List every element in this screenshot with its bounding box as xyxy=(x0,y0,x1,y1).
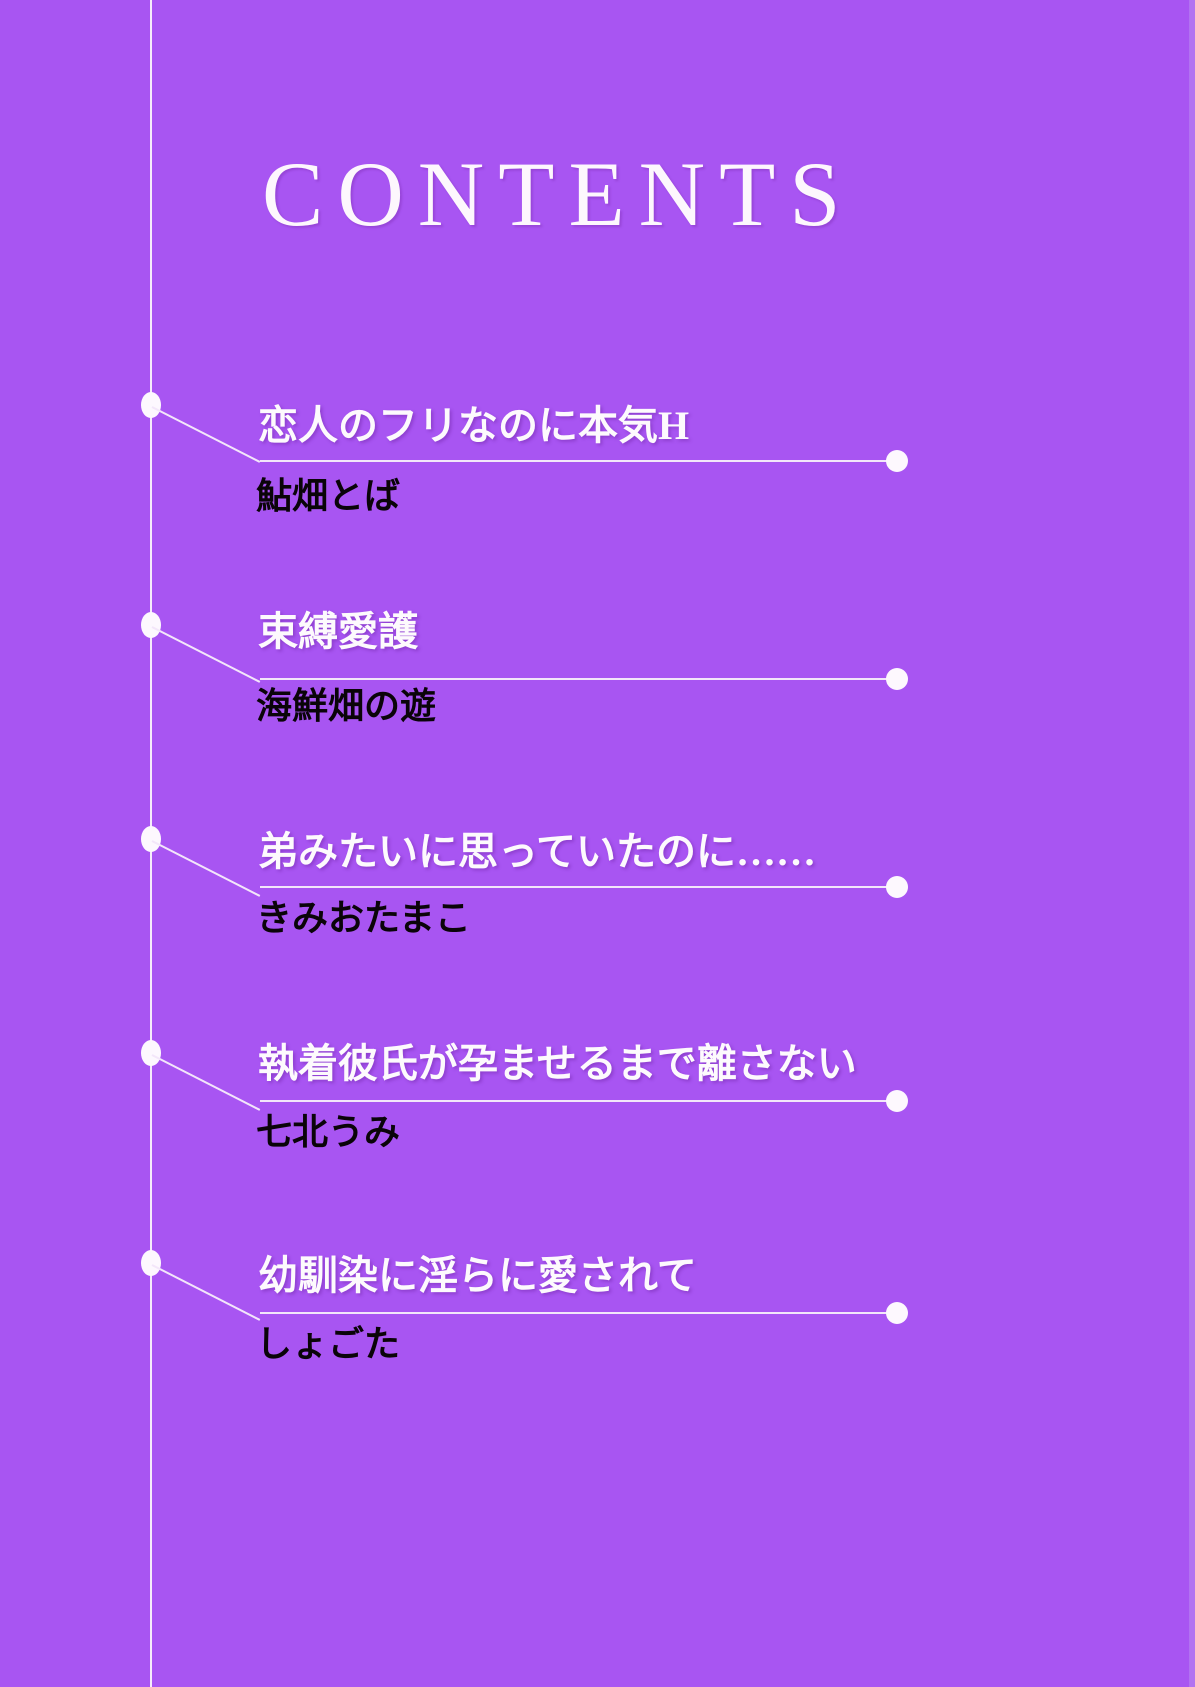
entry-title: 束縛愛護 xyxy=(258,609,418,654)
entry-node-dot xyxy=(141,1250,161,1276)
entry-horizontal-rule xyxy=(260,678,902,680)
entry-diagonal-line xyxy=(151,1264,261,1321)
entry-end-dot xyxy=(886,1302,908,1324)
entry-diagonal-line xyxy=(151,406,261,463)
entry-end-dot xyxy=(886,1090,908,1112)
entry-author: 海鮮畑の遊 xyxy=(256,686,437,726)
entry-author: 七北うみ xyxy=(256,1112,401,1152)
entry-diagonal-line xyxy=(151,626,261,683)
entry-end-dot xyxy=(886,450,908,472)
page-edge-strip xyxy=(1189,0,1195,1687)
entry-node-dot xyxy=(141,392,161,418)
entry-author: きみおたまこ xyxy=(256,898,471,938)
entry-title: 恋人のフリなのに本気H xyxy=(258,403,690,448)
entry-title: 弟みたいに思っていたのに…… xyxy=(258,829,816,874)
entry-diagonal-line xyxy=(151,1054,261,1111)
entry-node-dot xyxy=(141,612,161,638)
entry-horizontal-rule xyxy=(260,1100,902,1102)
entry-node-dot xyxy=(141,826,161,852)
page-title: CONTENTS xyxy=(262,143,855,245)
entry-end-dot xyxy=(886,668,908,690)
entry-horizontal-rule xyxy=(260,460,902,462)
entry-node-dot xyxy=(141,1040,161,1066)
entry-diagonal-line xyxy=(151,840,261,897)
entry-end-dot xyxy=(886,876,908,898)
entry-author: しょごた xyxy=(256,1324,401,1364)
entry-title: 幼馴染に淫らに愛されて xyxy=(258,1253,697,1298)
entry-horizontal-rule xyxy=(260,886,902,888)
entry-author: 鮎畑とば xyxy=(256,476,401,516)
entry-horizontal-rule xyxy=(260,1312,902,1314)
entry-title: 執着彼氏が孕ませるまで離さない xyxy=(258,1041,857,1086)
